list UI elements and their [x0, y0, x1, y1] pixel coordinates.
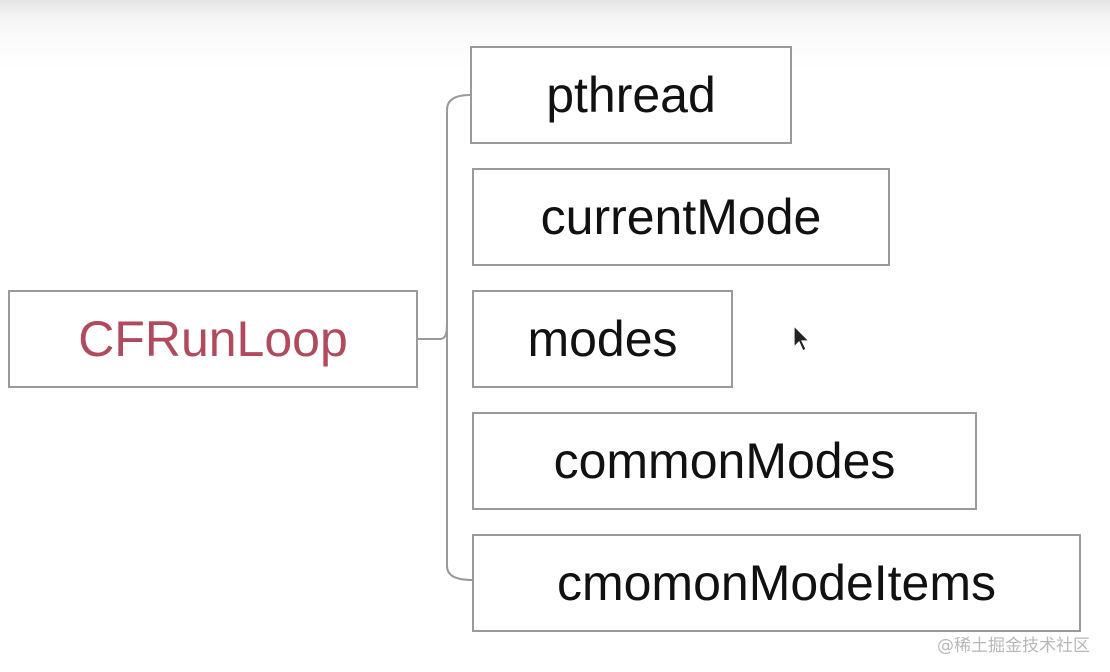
child-node-cmomonmodeitems: cmomonModeItems: [472, 534, 1081, 632]
child-node-commonmodes: commonModes: [472, 412, 977, 510]
child-node-modes: modes: [472, 290, 733, 388]
child-node-label: commonModes: [553, 433, 896, 489]
watermark: @稀土掘金技术社区: [937, 636, 1090, 656]
child-node-pthread: pthread: [470, 46, 792, 144]
child-node-label: modes: [527, 311, 678, 367]
trunk-line: [439, 94, 471, 340]
root-node-cfrunloop: CFRunLoop: [8, 290, 418, 388]
root-node-label: CFRunLoop: [78, 311, 348, 367]
trunk-lower-line: [446, 320, 473, 581]
mouse-pointer-icon: [793, 325, 811, 352]
child-node-label: pthread: [546, 67, 716, 123]
child-node-label: cmomonModeItems: [556, 555, 997, 611]
child-node-label: currentMode: [540, 189, 822, 245]
child-node-currentmode: currentMode: [472, 168, 890, 266]
